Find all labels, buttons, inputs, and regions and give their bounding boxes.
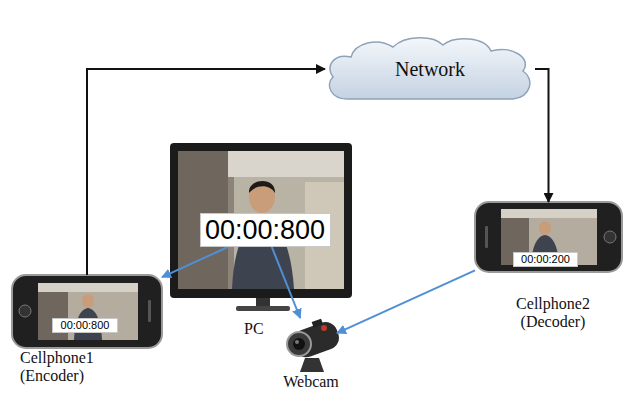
timestamp-text: 00:00:800 <box>61 320 110 331</box>
cellphone: Cellphone2 (Decoder)00:00:200 <box>475 202 622 272</box>
timestamp-box: 00:00:200 <box>513 252 578 267</box>
device-label: Cellphone2 (Decoder) <box>503 295 603 330</box>
connector-arrow <box>272 247 300 318</box>
label-holder: Cellphone1 (Encoder) <box>20 349 106 385</box>
connector-arrow <box>162 247 228 277</box>
cellphone-drawing <box>12 275 162 348</box>
timestamp-text: 00:00:200 <box>521 254 570 265</box>
device-label: Cellphone1 (Encoder) <box>20 349 106 384</box>
network-cloud: Network <box>325 35 535 103</box>
cellphone-drawing <box>475 202 622 272</box>
webcam-drawing <box>287 315 342 372</box>
connector-arrow <box>535 69 549 202</box>
label-holder: PC <box>244 320 284 338</box>
device-label: Webcam <box>283 373 339 391</box>
timestamp-text: 00:00:800 <box>205 217 325 244</box>
cellphone: Cellphone1 (Encoder)00:00:800 <box>12 275 162 348</box>
webcam: Webcam <box>285 318 337 372</box>
cloud-label: Network <box>395 58 465 80</box>
label-holder: Cellphone2 (Decoder) <box>503 295 603 331</box>
timestamp-box: 00:00:800 <box>52 318 118 333</box>
cloud-outline <box>329 38 529 99</box>
pc-monitor-drawing <box>170 143 352 311</box>
label-holder: Webcam <box>271 373 351 391</box>
pc-monitor: PC00:00:800 <box>170 143 352 313</box>
timestamp-box: 00:00:800 <box>200 213 331 247</box>
connector-arrow <box>337 270 475 333</box>
device-label: PC <box>244 320 264 338</box>
